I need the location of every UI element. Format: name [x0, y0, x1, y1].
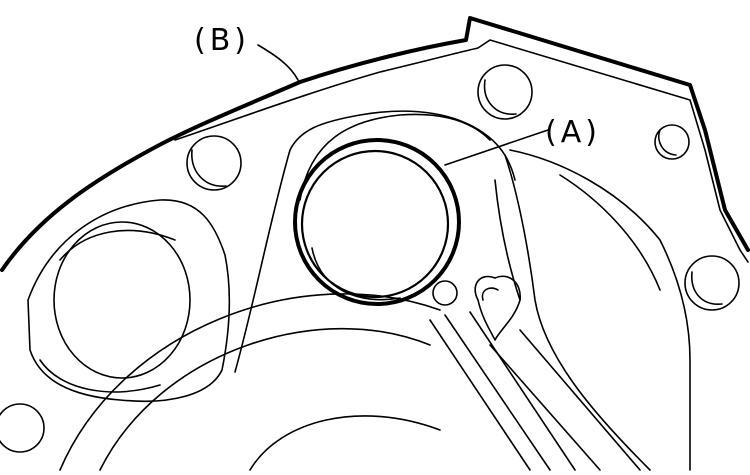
bolt-hole-left-shadow [191, 149, 227, 187]
small-port [432, 280, 458, 306]
right-contour-2 [509, 149, 691, 471]
leader-line-b [257, 44, 299, 81]
left-bore-edge [39, 359, 161, 393]
bolt-hole-top [477, 64, 533, 120]
label-b: (B) [194, 23, 250, 58]
leader-line-a [444, 129, 549, 166]
left-bore-flange [27, 199, 231, 403]
case-arc-inner [99, 327, 431, 471]
bolt-hole-right-small-shadow [658, 129, 677, 156]
bolt-hole-bottom-left [0, 403, 45, 453]
left-bore [53, 221, 191, 379]
rib-5 [519, 329, 641, 471]
rib-1 [429, 319, 531, 471]
right-contour-4 [494, 179, 521, 301]
bolt-hole-right [684, 255, 740, 311]
right-contour-3 [559, 174, 661, 291]
oil-seal-lip [311, 247, 401, 301]
rib-2 [444, 314, 551, 471]
right-contour-1 [504, 154, 651, 471]
oil-seal-outer-ring [293, 138, 461, 306]
bolt-hole-right-small [654, 124, 690, 160]
oil-seal-inner-ring [300, 149, 450, 299]
case-arc-outer [59, 293, 441, 471]
seal-boss-inner [299, 113, 491, 201]
rib-4 [489, 344, 601, 471]
outer-housing-edge [0, 16, 750, 272]
oil-port-inner [481, 287, 499, 301]
inner-flange-edge [174, 39, 749, 263]
rib-3 [469, 311, 576, 471]
bolt-hole-top-shadow [483, 79, 517, 115]
bolt-hole-left [186, 135, 242, 191]
case-arc-inner-2 [249, 415, 441, 471]
left-bore-step [59, 229, 176, 261]
label-a: (A) [545, 115, 601, 150]
bolt-hole-right-shadow [691, 271, 723, 305]
